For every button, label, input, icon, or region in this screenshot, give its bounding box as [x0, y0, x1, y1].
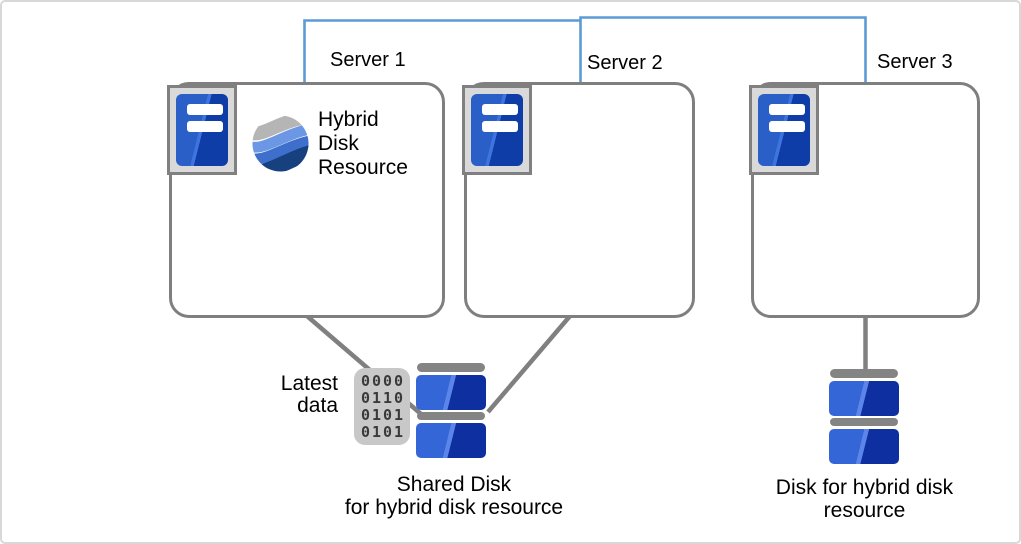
disk-platter-bar [830, 418, 898, 426]
server-3-icon [749, 85, 819, 175]
binary-row: 0101 [360, 405, 406, 424]
server-slot-bar [187, 104, 223, 115]
disk-body [416, 422, 486, 458]
binary-row: 0110 [360, 388, 406, 407]
server-slot-bar [482, 121, 518, 132]
shared-disk-icon [416, 363, 486, 458]
hybrid-disk-label: Disk for hybrid disk resource [775, 476, 954, 522]
hybrid-disk-resource-label: Hybrid Disk Resource [318, 108, 408, 179]
server-panel [758, 94, 810, 166]
server-slot-bar [482, 104, 518, 115]
hybrid-disk-icon [829, 369, 899, 464]
server-2-icon [462, 85, 532, 175]
server-2-box [464, 82, 695, 318]
binary-row: 0101 [360, 422, 406, 441]
shared-disk-label: Shared Disk for hybrid disk resource [344, 473, 564, 519]
latest-data-label: Latest data [280, 372, 338, 417]
server-2-label: Server 2 [587, 52, 663, 74]
disk-platter-bar [830, 369, 898, 378]
server-slot-bar [769, 121, 805, 132]
server-1-icon [167, 85, 237, 175]
server-1-label: Server 1 [330, 49, 406, 71]
disk-platter-bar [417, 363, 485, 372]
disk-platter-bar [417, 412, 485, 420]
server-3-label: Server 3 [877, 51, 953, 73]
binary-row: 0000 [360, 371, 406, 390]
server-panel [471, 94, 523, 166]
disk-body [829, 428, 899, 464]
wave-sphere-logo-icon [252, 115, 309, 172]
server2-shared-disk-line [486, 314, 572, 414]
binary-data-icon: 0000 0110 0101 0101 [354, 368, 410, 445]
server-slot-bar [769, 104, 805, 115]
server-panel [176, 94, 228, 166]
disk-body [829, 380, 899, 416]
server-slot-bar [187, 121, 223, 132]
disk-body [416, 374, 486, 410]
